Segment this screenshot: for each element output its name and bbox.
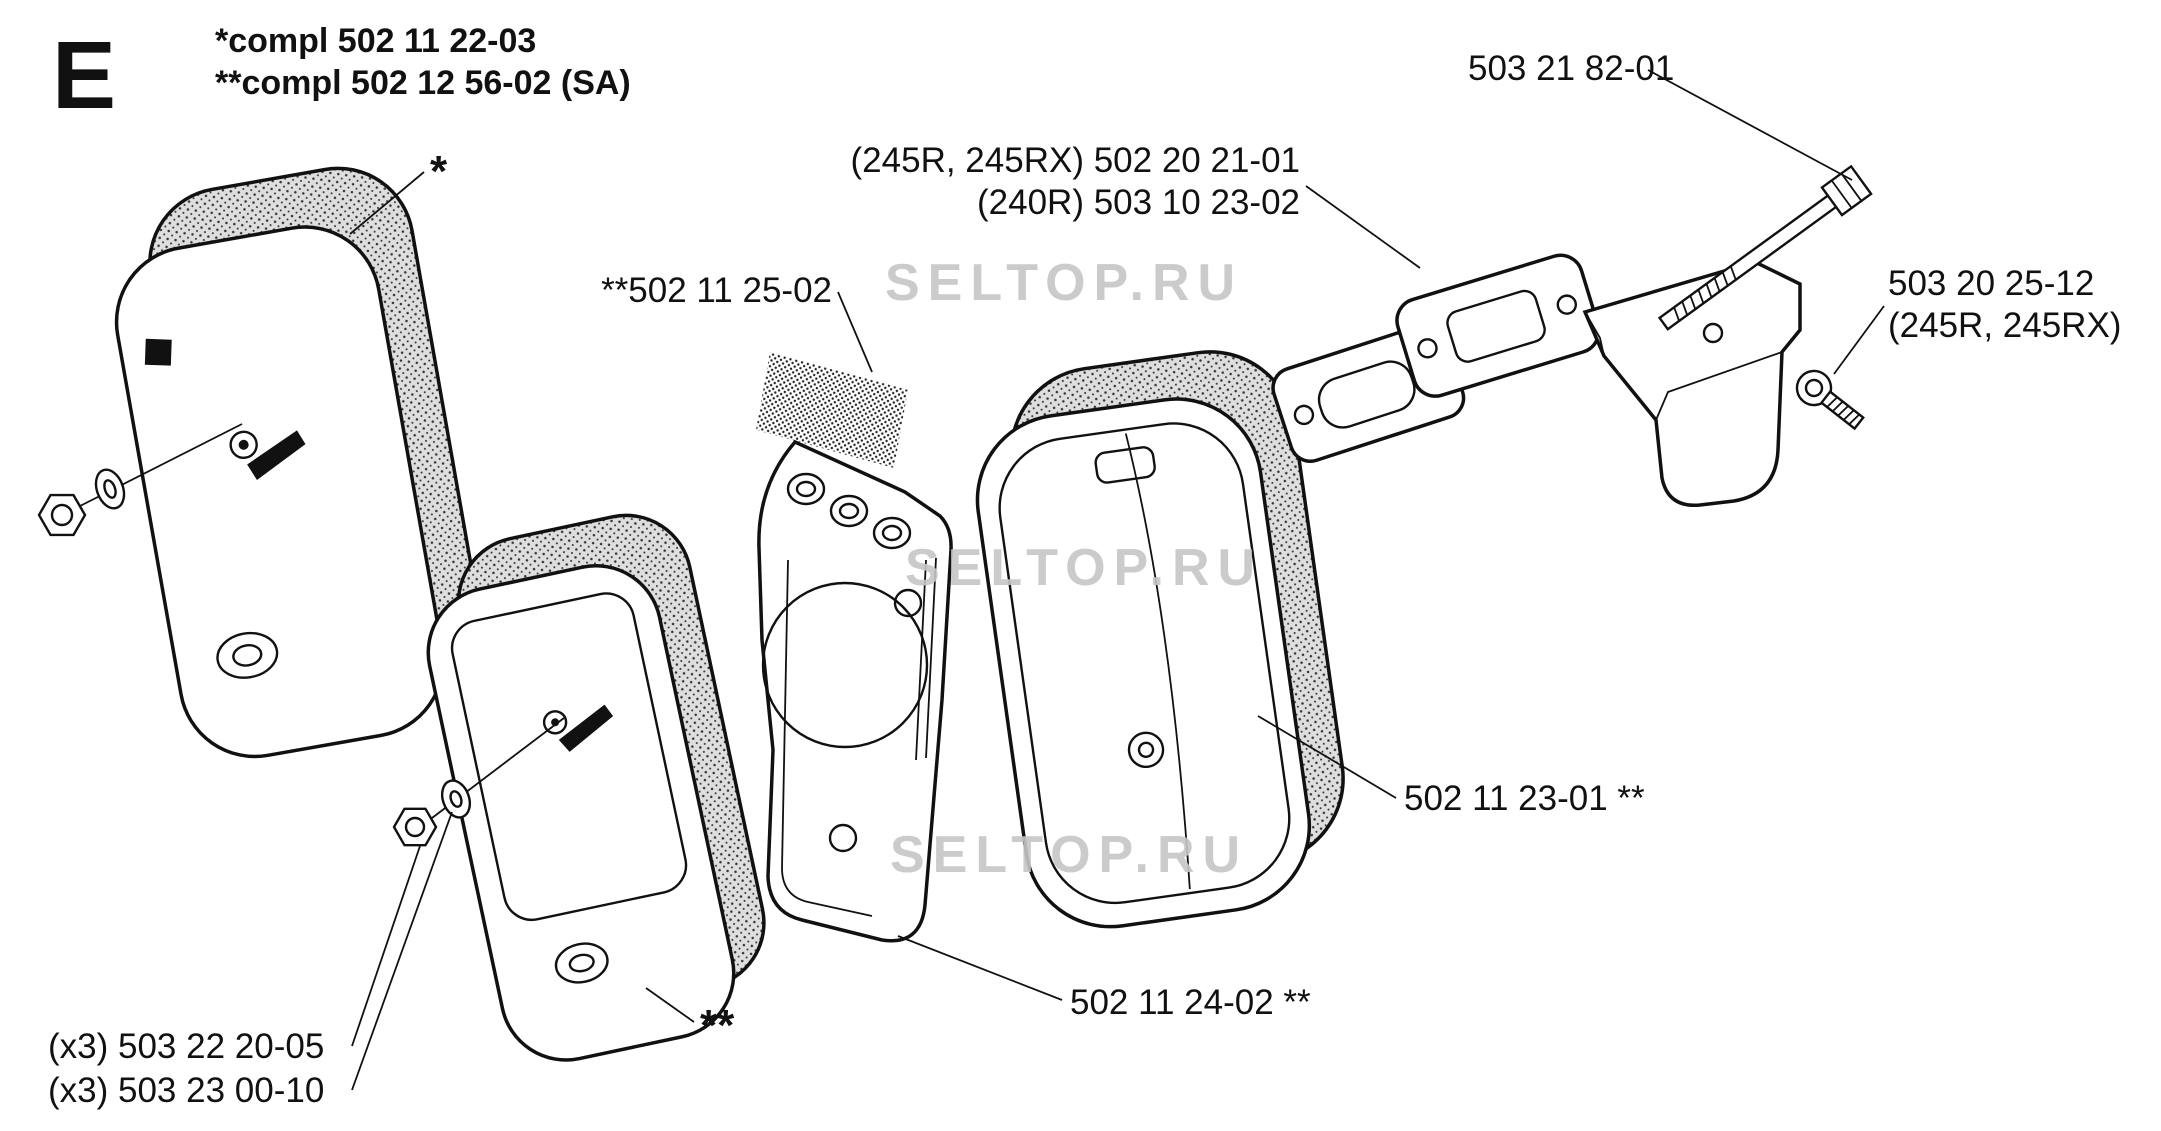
inner-bolt-boss <box>542 710 568 735</box>
washer-left <box>94 468 126 510</box>
leader-inner-marker <box>645 987 695 1023</box>
plate-port-hole-3 <box>872 516 912 550</box>
label-baffle-plate: 502 11 24-02 ** <box>1070 983 1311 1022</box>
fastener-set-bottom <box>392 717 565 847</box>
muffler-body <box>975 350 1345 929</box>
leader-gasket <box>1305 185 1421 269</box>
leader-baffle-plate <box>897 935 1063 1001</box>
muffler-body-hole <box>1127 731 1165 769</box>
leader-bolt <box>1647 69 1853 181</box>
muffler-outer-half <box>114 166 479 759</box>
label-bolt: 503 21 82-01 <box>1468 49 1674 88</box>
leader-outer-marker <box>349 171 425 235</box>
marker-inner-half: ** <box>700 1001 735 1050</box>
gasket-large <box>1395 253 1601 398</box>
screw <box>1795 369 1865 431</box>
muffler-inner-half <box>426 513 766 1062</box>
gasket-large-port <box>1446 289 1546 363</box>
plate-port-hole-1 <box>786 472 826 506</box>
section-letter: E <box>52 22 116 129</box>
outer-baffle-detail <box>247 430 306 481</box>
label-nut: (x3) 503 22 20-05 <box>48 1027 324 1066</box>
bolt <box>1657 164 1873 331</box>
screw-socket <box>1804 378 1824 398</box>
label-screw-models: (245R, 245RX) <box>1888 306 2121 345</box>
mesh-screen <box>756 352 908 468</box>
label-gasket-240r: (240R) 503 10 23-02 <box>977 183 1300 222</box>
leader-washer <box>351 811 453 1091</box>
outer-bolt-boss <box>229 430 258 460</box>
label-gasket-245r: (245R, 245RX) 502 20 21-01 <box>851 141 1300 180</box>
marker-outer-half: * <box>430 147 448 196</box>
washer-bottom <box>440 779 472 819</box>
inner-half-frame <box>450 592 688 922</box>
outer-half-tab <box>144 338 172 366</box>
screw-shaft <box>1819 390 1865 431</box>
header-line-1: *compl 502 11 22-03 <box>215 22 536 60</box>
leader-screw <box>1833 305 1885 375</box>
label-screw: 503 20 25-12 <box>1888 264 2094 303</box>
gasket-large-outline <box>1395 253 1601 398</box>
watermark-text-2: SELTOP.RU <box>905 539 1263 597</box>
muffler-inner-face <box>426 564 736 1062</box>
inner-exhaust-hole <box>554 942 609 984</box>
header-line-2: **compl 502 12 56-02 (SA) <box>215 64 631 102</box>
plate-bolt-hole-1 <box>893 588 923 618</box>
baffle-plate <box>757 439 953 943</box>
muffler-outer-face <box>114 225 445 759</box>
label-washer: (x3) 503 23 00-10 <box>48 1071 324 1110</box>
bolt-head <box>1820 164 1873 217</box>
nut-left <box>37 493 87 537</box>
baffle-plate-outline <box>757 439 953 943</box>
outer-exhaust-hole <box>216 631 279 679</box>
watermark-text-1: SELTOP.RU <box>885 254 1243 312</box>
plate-port-hole-2 <box>829 494 869 528</box>
watermarks: SELTOP.RU SELTOP.RU SELTOP.RU <box>885 254 1263 884</box>
label-mesh-screen: **502 11 25-02 <box>601 271 832 310</box>
bracket-screw-hole <box>1702 322 1724 344</box>
leader-mesh <box>837 291 873 373</box>
label-muffler-body: 502 11 23-01 ** <box>1404 779 1645 818</box>
inner-baffle-detail <box>558 704 614 752</box>
plate-dome <box>761 581 929 749</box>
leader-lines <box>349 69 1885 1091</box>
muffler-body-slot <box>1094 446 1156 484</box>
muffler-body-frame <box>998 422 1291 905</box>
watermark-text-3: SELTOP.RU <box>890 826 1248 884</box>
leader-nut <box>351 845 421 1047</box>
muffler-body-face <box>975 397 1312 929</box>
plate-bolt-hole-2 <box>828 823 858 853</box>
leader-muffler-body <box>1257 715 1397 799</box>
muffler-bracket <box>1582 260 1802 507</box>
nut-bottom <box>392 807 438 847</box>
fastener-set-left <box>37 423 243 537</box>
